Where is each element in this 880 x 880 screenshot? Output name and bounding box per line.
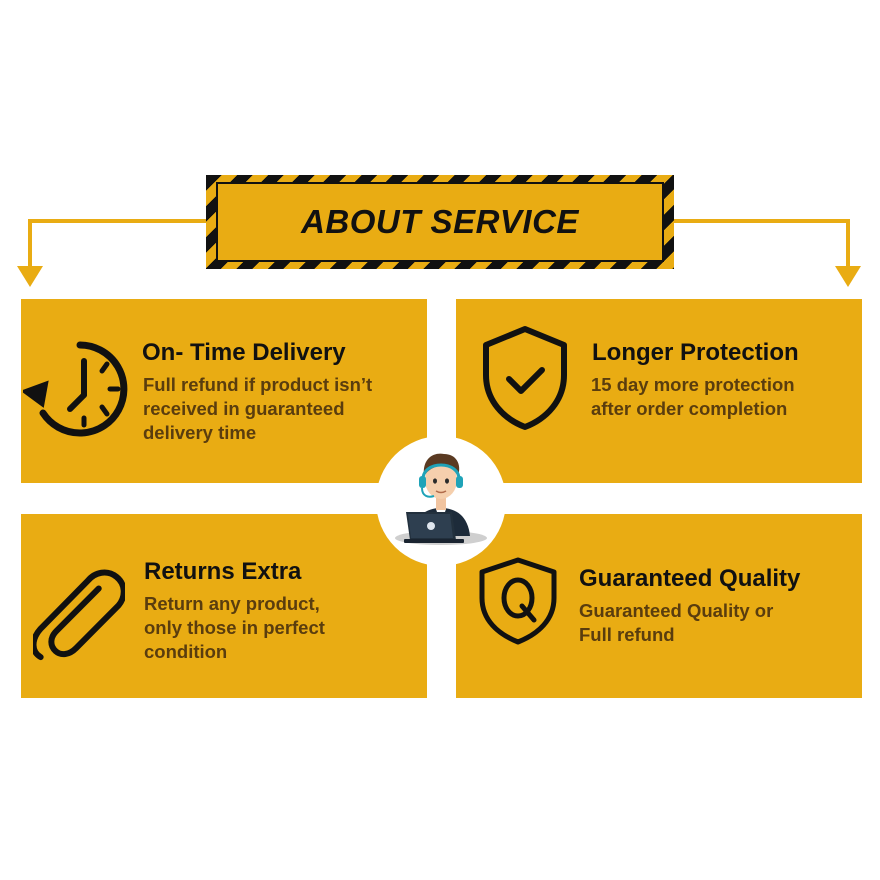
support-agent-icon — [395, 453, 487, 545]
clock-arrow-icon — [23, 341, 128, 437]
card-description: Guaranteed Quality or Full refund — [579, 599, 773, 647]
desc-line: condition — [144, 641, 228, 662]
card-title: Returns Extra — [144, 558, 302, 585]
card-on-time-delivery: On- Time Delivery Full refund if product… — [21, 299, 427, 483]
shield-check-icon — [483, 326, 567, 430]
card-guaranteed-quality: Guaranteed Quality Guaranteed Quality or… — [456, 514, 862, 698]
center-circle — [376, 436, 506, 566]
desc-line: Full refund if product isn’t — [143, 374, 373, 395]
desc-line: delivery time — [143, 422, 257, 443]
paperclip-icon — [33, 569, 125, 661]
card-description: 15 day more protection after order compl… — [591, 373, 795, 421]
desc-line: 15 day more protection — [591, 374, 795, 395]
card-title: On- Time Delivery — [142, 339, 346, 366]
desc-line: Guaranteed Quality or — [579, 600, 774, 621]
card-description: Return any product, only those in perfec… — [144, 592, 325, 664]
card-description: Full refund if product isn’t received in… — [143, 373, 372, 445]
quality-shield-icon — [479, 557, 557, 645]
desc-line: after order completion — [591, 398, 788, 419]
service-banner: ABOUT SERVICE — [206, 175, 674, 269]
desc-line: only those in perfect — [144, 617, 325, 638]
banner-inner: ABOUT SERVICE — [216, 182, 664, 262]
card-title: Longer Protection — [592, 339, 799, 366]
card-returns-extra: Returns Extra Return any product, only t… — [21, 514, 427, 698]
card-longer-protection: Longer Protection 15 day more protection… — [456, 299, 862, 483]
desc-line: received in guaranteed — [143, 398, 345, 419]
desc-line: Full refund — [579, 624, 675, 645]
desc-line: Return any product, — [144, 593, 320, 614]
banner-title: ABOUT SERVICE — [301, 203, 579, 240]
connector-arrows — [17, 219, 861, 287]
card-title: Guaranteed Quality — [579, 565, 801, 592]
